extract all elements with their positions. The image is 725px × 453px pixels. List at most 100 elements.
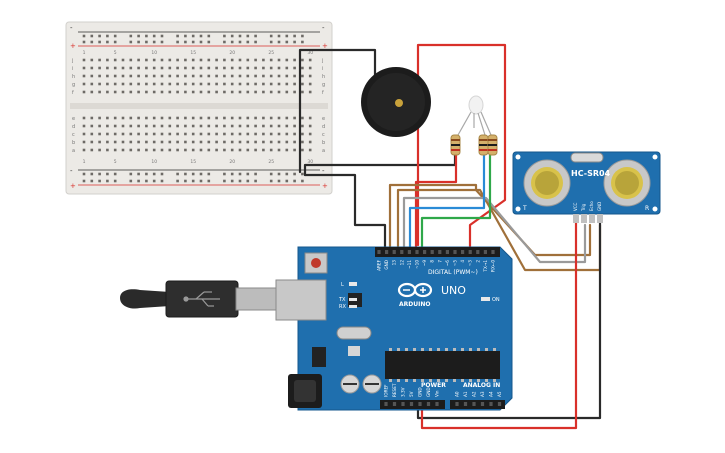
power-pin[interactable] bbox=[409, 402, 414, 406]
digital-pin-label: ~6 bbox=[445, 260, 450, 267]
led-l-label: L bbox=[341, 282, 344, 288]
sensor-pin-label: Echo bbox=[589, 201, 594, 211]
header-pin[interactable] bbox=[461, 250, 465, 254]
analog-pin[interactable] bbox=[455, 402, 459, 406]
breadboard-row-letter: d bbox=[322, 124, 325, 130]
breadboard-row-letter: j bbox=[71, 58, 73, 64]
analog-pin[interactable] bbox=[472, 402, 476, 406]
header-pin[interactable] bbox=[445, 250, 449, 254]
breadboard-column-number: 30 bbox=[307, 159, 313, 165]
header-pin[interactable] bbox=[483, 250, 487, 254]
sensor-transmitter bbox=[523, 159, 571, 207]
header-pin[interactable] bbox=[385, 250, 389, 254]
breadboard-row-letter: i bbox=[72, 66, 73, 72]
sensor-pin-gnd[interactable] bbox=[597, 214, 603, 223]
breadboard-row-letter: g bbox=[322, 82, 325, 88]
power-pin-label: GND bbox=[426, 387, 431, 397]
breadboard-row-letter: a bbox=[72, 148, 75, 154]
led-rx-label: RX bbox=[339, 304, 346, 310]
wire-red-resistor[interactable] bbox=[414, 153, 458, 252]
breadboard-channel bbox=[70, 103, 328, 109]
breadboard-column-number: 5 bbox=[114, 50, 117, 56]
header-pin[interactable] bbox=[430, 250, 434, 254]
breadboard-row-letter: b bbox=[322, 140, 325, 146]
rail-plus-sign-bottom-right: + bbox=[322, 182, 328, 190]
digital-pin-label: 13 bbox=[392, 260, 397, 266]
digital-pin-label: GND bbox=[384, 260, 389, 270]
power-pin[interactable] bbox=[392, 402, 397, 406]
digital-pin-label: ~9 bbox=[422, 260, 427, 267]
analog-pin[interactable] bbox=[497, 402, 502, 406]
power-pin[interactable] bbox=[426, 402, 431, 406]
digital-pin-label: 2 bbox=[475, 260, 480, 263]
digital-pin-label: 8 bbox=[430, 260, 435, 263]
header-pin[interactable] bbox=[453, 250, 457, 254]
rail-plus-sign-bottom: + bbox=[70, 182, 76, 190]
header-pin[interactable] bbox=[392, 250, 396, 254]
header-pin[interactable] bbox=[400, 250, 404, 254]
header-pin[interactable] bbox=[415, 250, 419, 254]
header-pin[interactable] bbox=[468, 250, 472, 254]
rail-minus-sign-right: - bbox=[322, 24, 325, 32]
wire-sensor-gnd[interactable] bbox=[416, 220, 602, 420]
power-pin[interactable] bbox=[401, 402, 405, 406]
header-pin[interactable] bbox=[377, 250, 381, 254]
wire-breadboard-to-buzzer[interactable] bbox=[298, 48, 377, 174]
sensor-pin-trig[interactable] bbox=[581, 214, 587, 223]
resistor-2[interactable] bbox=[478, 134, 489, 156]
breadboard-column-number: 20 bbox=[229, 159, 235, 165]
digital-pin-label: TX→1 bbox=[483, 260, 488, 273]
header-pin[interactable] bbox=[476, 250, 480, 254]
breadboard-column-number: 1 bbox=[83, 50, 86, 56]
analog-pin[interactable] bbox=[463, 402, 468, 406]
header-pin[interactable] bbox=[407, 250, 411, 254]
header-pin[interactable] bbox=[438, 250, 442, 254]
rail-minus-sign-bottom: - bbox=[70, 167, 73, 175]
arduino-logo-text: ARDUINO bbox=[399, 301, 430, 308]
sensor-receiver bbox=[603, 159, 651, 207]
resistor-1[interactable] bbox=[450, 134, 461, 156]
usb-cable[interactable] bbox=[120, 280, 279, 318]
rail-plus-sign-right: + bbox=[322, 42, 328, 50]
breadboard-row-letter: b bbox=[72, 140, 75, 146]
analog-pin[interactable] bbox=[480, 402, 485, 406]
breadboard-row-letter: i bbox=[322, 66, 323, 72]
header-pin[interactable] bbox=[423, 250, 427, 254]
power-pin[interactable] bbox=[435, 402, 439, 406]
resistor-3[interactable] bbox=[487, 134, 498, 156]
led-on-label: ON bbox=[492, 297, 500, 303]
wire-sensor-vcc[interactable] bbox=[420, 220, 578, 430]
wire-green-led[interactable] bbox=[420, 153, 492, 252]
reset-button-cap[interactable] bbox=[311, 258, 321, 268]
rail-minus-sign-bottom-right: - bbox=[322, 167, 325, 175]
sensor-pin-echo[interactable] bbox=[589, 214, 595, 223]
power-pin[interactable] bbox=[384, 402, 388, 406]
analog-pin-label: A5 bbox=[497, 391, 502, 397]
breadboard-column-number: 20 bbox=[229, 50, 235, 56]
breadboard-column-number: 15 bbox=[190, 50, 196, 56]
sensor-pin-vcc[interactable] bbox=[573, 214, 579, 223]
analog-pin-label: A4 bbox=[489, 391, 494, 397]
wire-gnd-to-breadboard[interactable] bbox=[303, 173, 387, 254]
header-pin[interactable] bbox=[491, 250, 495, 254]
power-pin[interactable] bbox=[418, 402, 422, 406]
breadboard-row-letter: c bbox=[322, 132, 325, 138]
breadboard-row-letter: e bbox=[72, 116, 75, 122]
buzzer-center-dot bbox=[395, 99, 403, 107]
breadboard-row-letter: j bbox=[321, 58, 323, 64]
breadboard-row-letter: e bbox=[322, 116, 325, 122]
breadboard-column-number: 10 bbox=[151, 159, 157, 165]
analog-pin[interactable] bbox=[489, 402, 493, 406]
analog-pin-label: A3 bbox=[480, 391, 485, 397]
wire-blue-led[interactable] bbox=[408, 153, 486, 252]
analog-pin-label: A2 bbox=[472, 391, 477, 397]
power-pin-label: GND bbox=[418, 387, 423, 397]
breadboard-column-number: 1 bbox=[83, 159, 86, 165]
piezo-buzzer[interactable] bbox=[361, 67, 431, 137]
wire-gray[interactable] bbox=[402, 196, 587, 264]
rgb-led[interactable] bbox=[457, 95, 492, 136]
